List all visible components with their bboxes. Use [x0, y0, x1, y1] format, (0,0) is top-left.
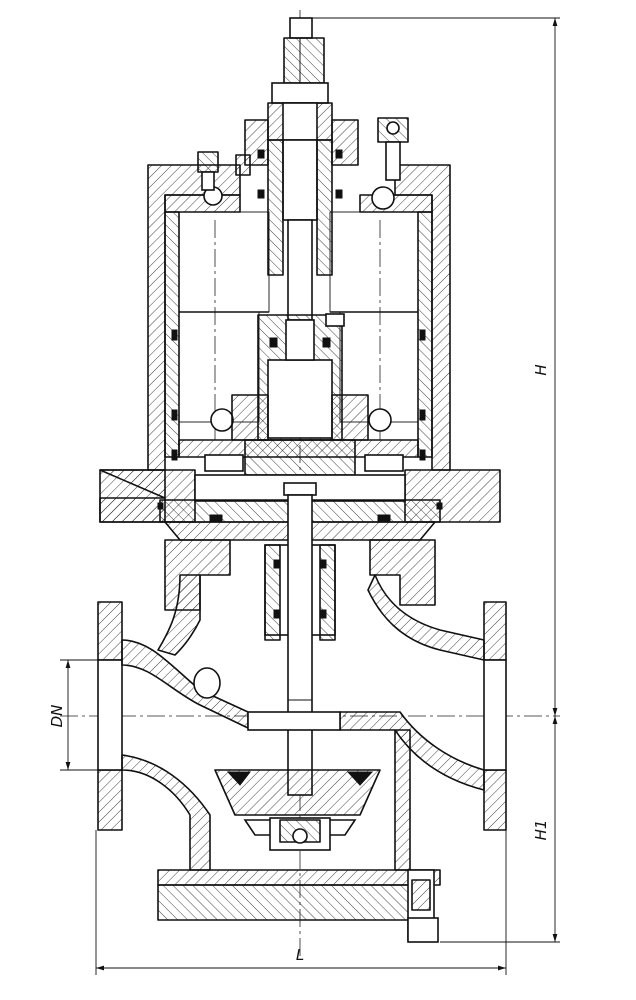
- actuator-housing: [147, 164, 451, 476]
- dimension-label-dn: DN: [48, 705, 66, 728]
- piston-core: [231, 313, 369, 441]
- dimension-label-l: L: [296, 946, 304, 964]
- actuator-flange: [99, 454, 501, 541]
- dimension-label-h1: H1: [532, 820, 550, 841]
- valve-plug: [214, 769, 381, 851]
- top-stem-assembly: [197, 17, 409, 321]
- bottom-cover: [157, 869, 441, 943]
- dimension-lines: [60, 17, 560, 975]
- valve-stem: [283, 482, 317, 796]
- dimension-label-h: H: [532, 364, 550, 375]
